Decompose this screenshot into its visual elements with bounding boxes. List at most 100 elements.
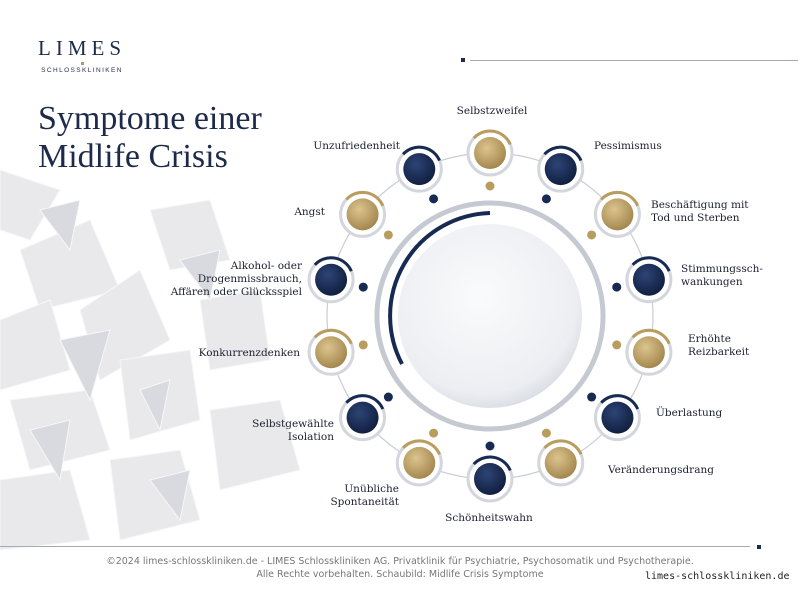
symptom-node-core [601, 401, 634, 434]
title-line-2: Midlife Crisis [38, 138, 228, 175]
symptom-node-arc [313, 328, 353, 345]
symptom-node-core [544, 153, 577, 186]
page-title: Symptome einer Midlife Crisis [38, 100, 262, 176]
logo-subtitle: SCHLOSSKLINIKEN [41, 67, 123, 74]
orbit-dot [383, 230, 393, 240]
label-unzufriedenheit: Unzufriedenheit [313, 140, 400, 152]
label-isolation-line1: Selbstgewählte [252, 418, 334, 430]
symptom-node-arc [543, 145, 583, 162]
symptom-node [307, 256, 355, 304]
label-stimmungsschwankungen: Stimmungssch- wankungen [681, 263, 763, 289]
label-tod-und-sterben: Beschäftigung mit Tod und Sterben [651, 199, 749, 225]
symptom-node-arc [401, 439, 441, 455]
symptom-node-arc [472, 129, 512, 146]
orbit-dot [429, 194, 439, 204]
label-erhoehte-reizbarkeit: Erhöhte Reizbarkeit [688, 333, 749, 359]
symptom-node-arc [600, 394, 640, 410]
orbit-dot [612, 282, 622, 292]
symptom-node [537, 439, 585, 487]
symptom-node [537, 145, 585, 193]
label-veraenderungsdrang: Veränderungsdrang [608, 464, 714, 476]
symptom-node-core [403, 446, 436, 479]
label-schoenheitswahn: Schönheitswahn [445, 512, 533, 524]
symptom-node-arc [600, 190, 640, 207]
symptom-node-arc [345, 394, 385, 410]
label-unuebliche-spontaneitaet: Unübliche Spontaneität [297, 483, 399, 509]
symptom-node-core [403, 153, 436, 186]
symptom-node-arc [631, 256, 671, 272]
symptom-node [466, 129, 514, 177]
symptom-node [307, 328, 355, 376]
symptom-node-core [474, 463, 506, 495]
label-alkohol-line3: Affären oder Glücksspiel [170, 286, 302, 298]
symptom-node [625, 256, 673, 304]
symptom-node-core [474, 137, 506, 169]
label-pessimismus: Pessimismus [594, 140, 662, 152]
orbit-dot [429, 428, 439, 438]
label-angst: Angst [294, 206, 325, 218]
watermark-url: limes-schlosskliniken.de [645, 571, 790, 582]
label-spontaneitaet-line1: Unübliche [344, 483, 399, 495]
footer-copyright: ©2024 limes-schlosskliniken.de - LIMES S… [80, 555, 720, 581]
label-stimmung-line1: Stimmungssch- [681, 263, 763, 275]
logo-name: LIMES [38, 36, 126, 60]
label-alkohol-drogen: Alkohol- oder Drogenmissbrauch, Affären … [152, 260, 302, 299]
symptom-node-arc [631, 328, 671, 345]
symptom-node-core [632, 336, 665, 369]
symptom-node [395, 145, 443, 193]
label-ueberlastung: Überlastung [656, 407, 723, 419]
symptom-node-core [346, 401, 379, 434]
label-alkohol-line2: Drogenmissbrauch, [197, 273, 302, 285]
symptom-node [339, 394, 387, 442]
symptom-node [466, 455, 514, 503]
label-reizbarkeit-line2: Reizbarkeit [688, 346, 750, 358]
orbit-dot [485, 181, 495, 191]
symptom-node-core [632, 263, 665, 296]
symptom-node [339, 190, 387, 238]
orbit-dot [541, 194, 551, 204]
center-ring-accent [388, 211, 491, 365]
center-outer-ring [374, 200, 606, 432]
symptom-node [395, 439, 443, 487]
orbit-dot [485, 441, 495, 451]
symptom-node [625, 328, 673, 376]
label-alkohol-line1: Alkohol- oder [230, 260, 302, 272]
label-selbstgewaehlte-isolation: Selbstgewählte Isolation [230, 418, 334, 444]
logo-dot [80, 62, 84, 65]
bottom-decoration-square [757, 545, 761, 549]
orbit-dot [358, 282, 368, 292]
bottom-divider-line [0, 546, 750, 547]
symptom-node-arc [401, 145, 441, 162]
label-tod-line1: Beschäftigung mit [651, 199, 749, 211]
shattered-glass-decoration [0, 169, 301, 550]
symptom-node-arc [313, 256, 353, 272]
symptom-node-arc [472, 455, 512, 472]
symptom-node-arc [543, 439, 583, 455]
label-konkurrenzdenken: Konkurrenzdenken [198, 347, 300, 359]
symptom-node-core [601, 198, 634, 231]
label-stimmung-line2: wankungen [681, 276, 743, 288]
symptom-node [593, 190, 641, 238]
orbit-dot [587, 392, 597, 402]
orbit-dot [383, 392, 393, 402]
orbit-dot [612, 340, 622, 350]
label-spontaneitaet-line2: Spontaneität [330, 496, 399, 508]
footer-line-1: ©2024 limes-schlosskliniken.de - LIMES S… [106, 556, 694, 567]
title-line-1: Symptome einer [38, 100, 262, 137]
label-reizbarkeit-line1: Erhöhte [688, 333, 731, 345]
orbit-dot [587, 230, 597, 240]
orbit-dot [358, 340, 368, 350]
label-selbstzweifel: Selbstzweifel [456, 105, 528, 117]
top-decoration-square [461, 58, 465, 62]
symptom-node-core [544, 446, 577, 479]
label-tod-line2: Tod und Sterben [651, 212, 740, 224]
center-disc [398, 224, 582, 408]
footer-line-2: Alle Rechte vorbehalten. Schaubild: Midl… [256, 569, 544, 580]
symptom-node-arc [345, 190, 385, 207]
symptom-node [593, 394, 641, 442]
top-divider-line [470, 60, 798, 61]
symptom-node-core [346, 198, 379, 231]
limes-logo: LIMES SCHLOSSKLINIKEN [38, 36, 126, 74]
label-isolation-line2: Isolation [287, 431, 334, 443]
